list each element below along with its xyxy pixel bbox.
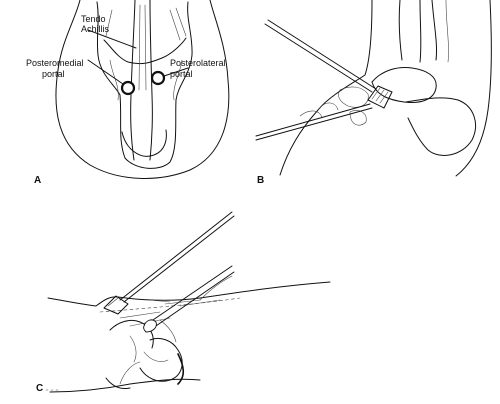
posteromedial-leader (87, 59, 124, 85)
posteromedial-portal-marker (120, 80, 136, 96)
tendo-achillis-leader (87, 29, 137, 49)
posteromedial-label-line1: Posteromedial (26, 58, 84, 68)
posterolateral-leader (163, 67, 189, 77)
posterolateral-label-line1: Posterolateral (170, 58, 226, 68)
panel-c-prone-ankle-view: C (36, 211, 331, 394)
tendo-achillis-label-line2: Achillis (81, 24, 110, 34)
posterolateral-label-line2: portal (170, 69, 193, 79)
panel-c-instrument-rod (149, 265, 233, 323)
tendo-achillis-label-line1: Tendo (81, 14, 106, 24)
panel-a-posterior-heel-view: Tendo Achillis Posteromedial portal Post… (26, 0, 230, 186)
arthroscope-upper-rod (264, 23, 373, 93)
panel-a-label: A (34, 175, 41, 186)
panel-b-label: B (257, 175, 264, 186)
arthroscope-lower-rod (255, 103, 371, 137)
posterolateral-portal-marker (150, 70, 166, 86)
panel-c-label: C (36, 383, 43, 394)
panel-b-lateral-ankle-view: B (255, 0, 492, 186)
posteromedial-label-line2: portal (42, 69, 65, 79)
panel-c-arthroscope-rod (119, 211, 233, 301)
